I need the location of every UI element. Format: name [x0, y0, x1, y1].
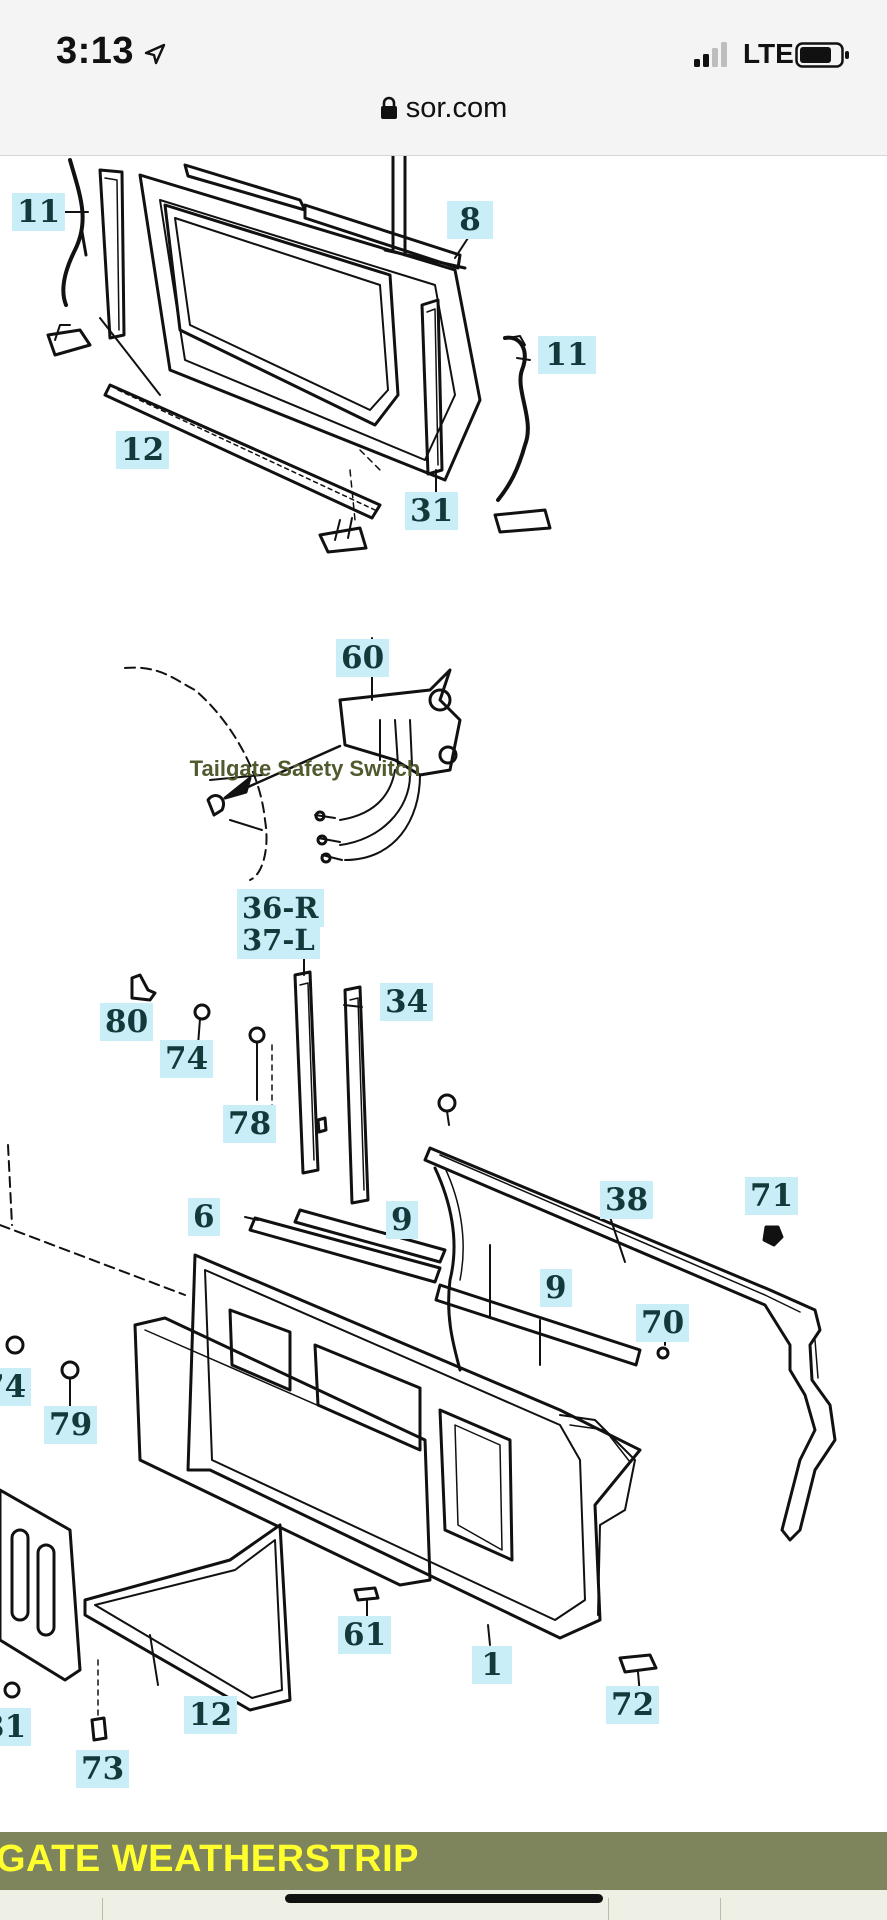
table-divider — [720, 1898, 721, 1920]
status-time: 3:13 — [56, 30, 135, 72]
callout-74-left: 74 — [0, 1368, 32, 1406]
callout-6: 6 — [188, 1198, 220, 1236]
section-banner-title: GATE WEATHERSTRIP — [0, 1838, 419, 1880]
callout-8: 8 — [447, 201, 493, 239]
callout-36-r: 36-R — [237, 889, 324, 927]
callout-80: 80 — [100, 1003, 154, 1041]
table-divider — [102, 1898, 103, 1920]
callout-60: 60 — [336, 639, 390, 677]
network-type: LTE — [743, 38, 794, 69]
callout-71: 71 — [745, 1177, 799, 1215]
callout-12-top: 12 — [116, 431, 170, 469]
callout-72: 72 — [606, 1686, 660, 1724]
callout-12-bottom: 12 — [184, 1696, 238, 1734]
callout-1: 1 — [472, 1646, 512, 1684]
callout-74-mid: 74 — [160, 1040, 214, 1078]
callout-34: 34 — [380, 983, 434, 1021]
parts-diagram: Tailgate Safety Switch 11 8 11 12 31 60 … — [0, 156, 887, 1832]
callout-78: 78 — [223, 1105, 277, 1143]
home-indicator[interactable] — [285, 1894, 603, 1903]
callout-31-top: 31 — [405, 492, 459, 530]
callout-9-lower: 9 — [540, 1269, 572, 1307]
exploded-view-drawing — [0, 156, 837, 1742]
callout-11-left: 11 — [12, 193, 66, 231]
callout-9-upper: 9 — [386, 1201, 418, 1239]
url-text: sor.com — [405, 92, 508, 124]
callout-11-right: 11 — [538, 336, 596, 374]
diagram-caption: Tailgate Safety Switch — [189, 756, 421, 781]
address-bar[interactable]: sor.com — [0, 92, 887, 128]
callout-31-bottom: 31 — [0, 1708, 32, 1746]
callout-38: 38 — [600, 1181, 654, 1219]
callout-79: 79 — [44, 1406, 98, 1444]
status-bar: 3:13 LTE sor.com — [0, 0, 887, 156]
location-arrow-icon — [143, 42, 167, 71]
callout-73: 73 — [76, 1750, 130, 1788]
callout-61: 61 — [338, 1616, 392, 1654]
lock-icon — [380, 95, 398, 128]
table-divider — [608, 1898, 609, 1920]
cellular-signal-icon — [692, 42, 732, 73]
callout-37-l: 37-L — [237, 921, 320, 959]
callout-70: 70 — [636, 1304, 690, 1342]
section-banner[interactable]: GATE WEATHERSTRIP — [0, 1832, 887, 1890]
battery-icon — [795, 42, 851, 73]
